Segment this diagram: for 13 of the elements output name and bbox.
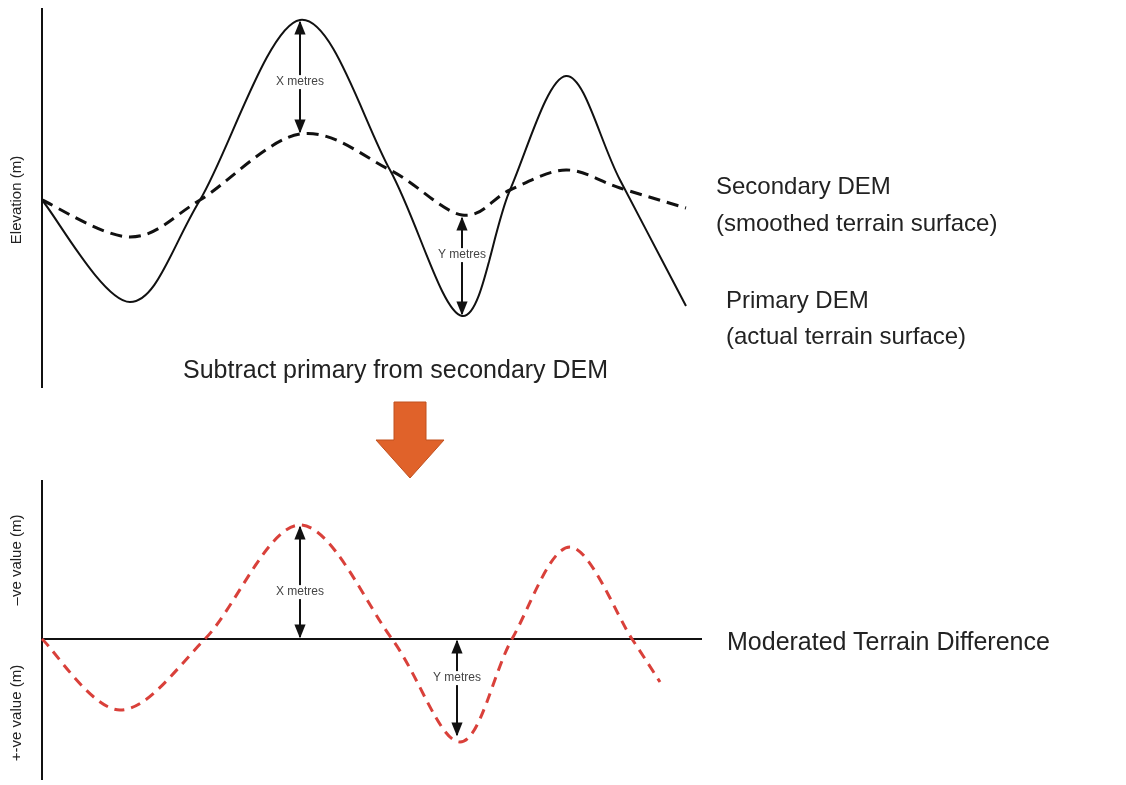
curve-label: Moderated Terrain Difference — [727, 627, 1050, 656]
curve-label: Primary DEM — [726, 286, 869, 314]
axis-title: Elevation (m) — [7, 155, 25, 245]
curve-label: (smoothed terrain surface) — [716, 209, 998, 237]
dimension-label: Y metres — [436, 248, 488, 262]
axis-title: –ve value (m) — [7, 514, 25, 606]
dimension-label: Y metres — [431, 671, 483, 685]
axis-title: +-ve value (m) — [7, 664, 25, 762]
dimension-label: X metres — [274, 585, 326, 599]
curve-label: Secondary DEM — [716, 172, 891, 200]
curve-label: (actual terrain surface) — [726, 322, 967, 350]
dimension-label: X metres — [274, 75, 326, 89]
step-label: Subtract primary from secondary DEM — [183, 355, 609, 384]
